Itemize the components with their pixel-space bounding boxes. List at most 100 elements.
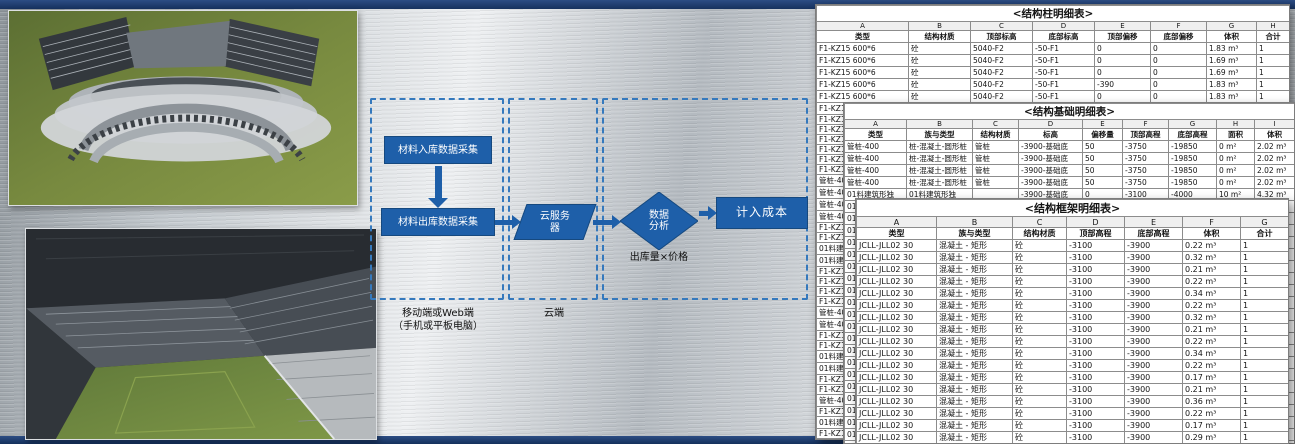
table-cell: 类型 — [844, 128, 907, 141]
table-cell: D — [1032, 21, 1095, 31]
table-cell: 1 — [1239, 287, 1288, 300]
table-cell: F1-KZ15 600*6 — [816, 66, 909, 79]
table-cell: 砼 — [908, 90, 971, 103]
table-cell: 0.34 m³ — [1182, 347, 1241, 360]
table-cell: -3100 — [1066, 263, 1125, 276]
table-cell: 0 — [1150, 78, 1207, 91]
client-label: 移动端或Web端 （手机或平板电脑） — [368, 308, 508, 333]
table-cell: JCLL-JLL02 30 — [856, 263, 937, 276]
table-cell: 混凝土 - 矩形 — [936, 347, 1013, 360]
table-cell: 0 — [1094, 54, 1151, 67]
render-building-complex — [8, 10, 358, 206]
table-cell: JCLL-JLL02 30 — [856, 383, 937, 396]
table-cell: C — [972, 119, 1019, 129]
table-cell: -3900 — [1124, 239, 1183, 252]
flow-data-analysis-shape: 数据分析 — [620, 192, 698, 250]
flow-group-cloud-server — [508, 98, 598, 300]
table-cell: 混凝土 - 矩形 — [936, 263, 1013, 276]
table-cell: 砼 — [1012, 359, 1067, 372]
table-cell: F — [1122, 119, 1169, 129]
table-cell: B — [906, 119, 973, 129]
flow-cloud-server-shape: 云服务器 — [513, 204, 597, 240]
table-cell: 0.32 m³ — [1182, 311, 1241, 324]
table-cell: 0 m² — [1216, 176, 1255, 189]
table-cell: 1 — [1239, 299, 1288, 312]
arrow-right-icon — [593, 215, 621, 229]
formula-label: 出库量×价格 — [629, 252, 689, 263]
table-cell: -3900 — [1124, 347, 1183, 360]
table-cell: -3900-基础底 — [1018, 164, 1083, 177]
table-cell: 1 — [1239, 263, 1288, 276]
table-cell: -3900-基础底 — [1018, 140, 1083, 153]
table-cell: JCLL-JLL02 30 — [856, 359, 937, 372]
table-cell: 0.36 m³ — [1182, 395, 1241, 408]
table-cell: -3100 — [1066, 383, 1125, 396]
table-cell: JCLL-JLL02 30 — [856, 431, 937, 443]
table-cell: JCLL-JLL02 30 — [856, 371, 937, 384]
table-cell: 砼 — [1012, 263, 1067, 276]
table-cell: 体积 — [1182, 227, 1241, 240]
table-cell: 0.22 m³ — [1182, 335, 1241, 348]
table-cell: 体积 — [1206, 30, 1257, 43]
table-cell: 合计 — [1239, 227, 1288, 240]
table-cell: E — [1082, 119, 1123, 129]
table-cell: F1-KZ15 600*6 — [816, 90, 909, 103]
table-cell: 桩-混凝土-圆形桩 — [906, 140, 973, 153]
table-cell: -3100 — [1066, 239, 1125, 252]
table-cell: 0 — [1150, 42, 1207, 55]
table-cell: 5040-F2 — [970, 54, 1033, 67]
table-cell: 1 — [1239, 359, 1288, 372]
table-cell: JCLL-JLL02 30 — [856, 335, 937, 348]
table-cell: -3100 — [1066, 407, 1125, 420]
table-cell: 50 — [1082, 140, 1123, 153]
table-cell: 1.83 m³ — [1206, 90, 1257, 103]
flow-box-material-outbound: 材料出库数据采集 — [381, 208, 495, 236]
table-cell: I — [1253, 119, 1294, 129]
table-cell: 混凝土 - 矩形 — [936, 407, 1013, 420]
table-cell: F — [1150, 21, 1207, 31]
table-cell: -3900 — [1124, 395, 1183, 408]
table-cell: 砼 — [1012, 347, 1067, 360]
table-cell: -3100 — [1066, 419, 1125, 432]
table-cell: 0 m² — [1216, 152, 1255, 165]
table-cell: 1 — [1239, 347, 1288, 360]
table-cell: 0 — [1094, 42, 1151, 55]
table-cell: -3900 — [1124, 275, 1183, 288]
courtyard-illustration — [26, 229, 376, 439]
table-cell: A — [816, 21, 909, 31]
table-cell: 5040-F2 — [970, 78, 1033, 91]
table-cell: -3900 — [1124, 323, 1183, 336]
table-cell: E — [1094, 21, 1151, 31]
table-cell: C — [1012, 216, 1067, 228]
table-cell: 类型 — [856, 227, 937, 240]
table-cell: -3750 — [1122, 164, 1169, 177]
table-cell: 结构材质 — [1012, 227, 1067, 240]
table-cell: -50-F1 — [1032, 54, 1095, 67]
table-cell: 1 — [1255, 90, 1289, 103]
table-cell: 桩-混凝土-圆形桩 — [906, 164, 973, 177]
table-cell: 1.69 m³ — [1206, 66, 1257, 79]
column-headers-row: 类型族与类型结构材质标高偏移量顶部高程底部高程面积体积 — [844, 128, 1294, 141]
table-cell: -3100 — [1066, 251, 1125, 264]
table-cell: 砼 — [1012, 275, 1067, 288]
table-cell: 50 — [1082, 152, 1123, 165]
table-cell: 砼 — [908, 54, 971, 67]
table-cell: 0 — [1094, 66, 1151, 79]
table-title-row: <结构柱明细表> — [816, 5, 1289, 22]
table-cell: 0.21 m³ — [1182, 263, 1241, 276]
table-cell: 0.21 m³ — [1182, 383, 1241, 396]
client-label-line1: 移动端或Web端 — [402, 308, 474, 319]
table-cell: 管桩-400 — [844, 152, 907, 165]
table-cell: 0 m² — [1216, 164, 1255, 177]
table-cell: -3900 — [1124, 383, 1183, 396]
table-cell: 1.83 m³ — [1206, 78, 1257, 91]
